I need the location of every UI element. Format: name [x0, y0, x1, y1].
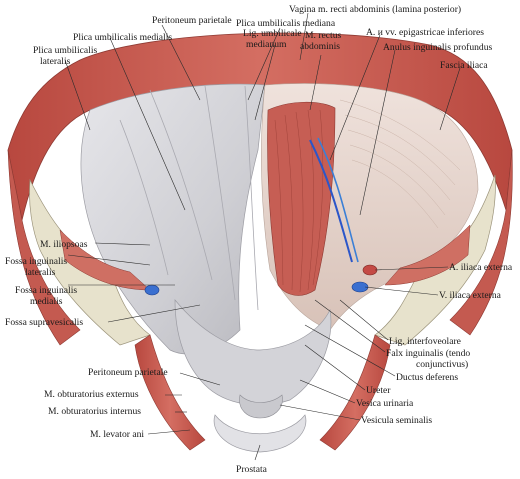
label-fossa-inguinalis-medialis-2: medialis	[30, 296, 63, 307]
label-fossa-inguinalis-medialis-1: Fossa inguinalis	[15, 285, 77, 296]
label-m-rectus-1: M. rectus	[305, 30, 342, 41]
label-lig-umbilicale-medianum-1: Lig. umbilicale	[243, 28, 302, 39]
label-ureter: Ureter	[366, 385, 391, 396]
label-v-iliaca-externa: V. iliaca externa	[439, 290, 502, 301]
label-peritoneum-parietale-low: Peritoneum parietale	[88, 367, 168, 378]
label-m-obturatorius-externus: M. obturatorius externus	[44, 389, 139, 400]
label-ductus-deferens: Ductus deferens	[396, 372, 458, 383]
right-lateral-wall	[449, 149, 513, 336]
label-peritoneum-parietale-top: Peritoneum parietale	[152, 15, 232, 26]
label-a-iliaca-externa: A. iliaca externa	[449, 262, 513, 273]
rectus-fibers	[274, 109, 324, 293]
label-m-rectus-2: abdominis	[300, 41, 340, 52]
label-vagina-recti: Vagina m. recti abdominis (lamina poster…	[289, 4, 461, 15]
label-plica-umbilicalis-lateralis-2: lateralis	[40, 56, 71, 67]
label-fossa-inguinalis-lateralis-2: lateralis	[25, 267, 56, 278]
epigastric-vein	[317, 137, 359, 263]
label-prostata: Prostata	[236, 464, 268, 475]
obturator-left	[134, 334, 206, 451]
label-vesicula-seminalis: Vesicula seminalis	[361, 415, 432, 426]
label-lig-interfoveolare: Lig. interfoveolare	[389, 336, 461, 347]
label-plica-umbilicalis-medialis: Plica umbilicalis medialis	[73, 32, 172, 43]
label-m-obturatorius-internus: M. obturatorius internus	[48, 406, 141, 417]
seminal-vesicles	[239, 394, 283, 419]
peritoneal-folds	[119, 85, 259, 311]
label-falx-inguinalis-2: conjunctivus)	[416, 359, 468, 370]
label-epigastricae: A. и vv. epigastricae inferiores	[366, 27, 484, 38]
label-m-iliopsoas: M. iliopsoas	[40, 239, 88, 250]
right-iliac-vein	[351, 281, 369, 293]
iliopsoas-right	[384, 224, 471, 286]
label-plica-umbilicalis-lateralis-1: Plica umbilicalis	[33, 45, 97, 56]
label-fossa-supravesicalis: Fossa supravesicalis	[5, 317, 83, 328]
obturator-right	[319, 334, 391, 451]
label-vesica-urinaria: Vesica urinaria	[356, 398, 414, 409]
label-plica-umbilicalis-mediana: Plica umbilicalis mediana	[236, 18, 336, 29]
label-m-levator-ani: M. levator ani	[90, 429, 144, 440]
left-iliac-vessel	[144, 284, 160, 296]
fascia-fibers	[339, 99, 461, 229]
left-lateral-wall	[7, 149, 81, 346]
label-lig-umbilicale-medianum-2: medianum	[246, 39, 287, 50]
leader-lines	[64, 12, 461, 461]
label-fossa-inguinalis-lateralis-1: Fossa inguinalis	[5, 256, 67, 267]
label-anulus-inguinalis: Anulus inguinalis profundus	[383, 42, 493, 53]
epigastric-artery	[309, 139, 353, 263]
urinary-bladder	[174, 299, 332, 406]
labels: Peritoneum parietale Plica umbilicalis m…	[5, 4, 513, 475]
label-falx-inguinalis-1: Falx inguinalis (tendo	[386, 348, 470, 359]
prostate	[213, 414, 307, 453]
label-fascia-iliaca: Fascia iliaca	[440, 60, 488, 71]
right-iliac-artery	[362, 264, 378, 276]
